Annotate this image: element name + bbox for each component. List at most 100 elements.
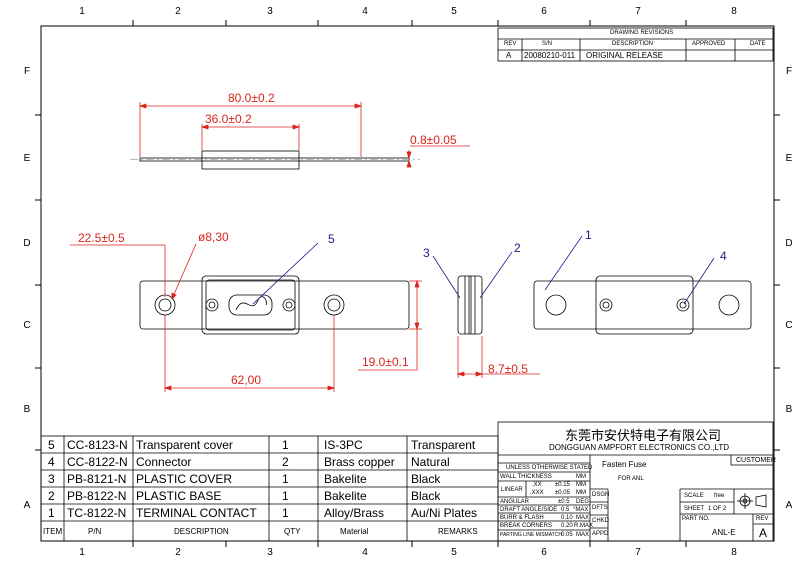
sign-chkd: CHKD (592, 518, 610, 524)
tol-linear-u2: MM (576, 490, 586, 496)
bom-header-remarks: REMARKS (438, 527, 478, 536)
zone-row-d: D (23, 238, 31, 249)
zone-row-a-right: A (785, 500, 793, 511)
zone-col-6-bottom: 6 (541, 547, 547, 558)
zone-col-7-bottom: 7 (635, 547, 641, 558)
bom-header-description: DESCRIPTION (174, 527, 229, 536)
rev-value: A (759, 526, 768, 540)
zone-col-8: 8 (731, 6, 737, 17)
tol-wall-unit: MM (576, 474, 586, 480)
zone-col-2-bottom: 2 (175, 547, 181, 558)
bom-remarks: Natural (411, 455, 450, 469)
bom-pn: PB-8122-N (67, 489, 127, 503)
zone-row-c-right: C (785, 320, 793, 331)
sheet-label: SHEET (684, 506, 705, 512)
tol-linear-val1: ±0.15 (555, 482, 570, 488)
rev-label: REV (756, 516, 769, 522)
zone-row-e: E (23, 153, 31, 164)
bom-header-material: Material (340, 527, 369, 536)
zone-col-8-bottom: 8 (731, 547, 737, 558)
tol-parting-label: PARTING LINE MISMATCH (500, 532, 562, 538)
zone-col-1: 1 (79, 6, 85, 17)
zone-col-3-bottom: 3 (267, 547, 273, 558)
bom-item: 3 (48, 472, 55, 486)
bom-header-pn: P/N (88, 527, 102, 536)
bom-material: IS-3PC (324, 438, 363, 452)
rev-header-description: DESCRIPTION (612, 41, 654, 47)
bom-pn: CC-8123-N (67, 438, 128, 452)
tol-break-unit: R.MAX (574, 523, 594, 529)
zone-col-1-bottom: 1 (79, 547, 85, 558)
revisions-title: DRAWING REVISIONS (610, 30, 674, 36)
bom-material: Bakelite (324, 489, 367, 503)
tol-linear-sub1: .XX (532, 482, 542, 488)
tol-draft-value: 0.5 (561, 507, 570, 513)
dim-thickness: 0.8±0.05 (410, 133, 457, 147)
bom-qty: 1 (282, 489, 289, 503)
sign-dsgn: DSGN (592, 492, 610, 498)
bom-remarks: Au/Ni Plates (411, 506, 478, 520)
callout-5: 5 (328, 232, 335, 246)
rev-header-rev: REV (504, 41, 517, 47)
tol-parting-unit: MAX (576, 532, 590, 538)
tol-linear-sub2: .XXX (530, 490, 544, 496)
tol-burr-label: BURR & FLASH (500, 515, 544, 521)
bom-desc: Connector (136, 455, 192, 469)
dim-body-length: 36.0±0.2 (205, 112, 252, 126)
zone-row-d-right: D (785, 238, 793, 249)
sheet-value: 1 OF 2 (708, 506, 727, 512)
bom-remarks: Black (411, 472, 441, 486)
zone-row-f-right: F (785, 66, 793, 77)
rev-header-date: DATE (750, 41, 766, 47)
unless-stated: UNLESS OTHERWISE STATED (506, 465, 593, 471)
bom-item: 5 (48, 438, 55, 452)
rev-value-description: ORIGINAL RELEASE (586, 51, 664, 60)
bom-desc: TERMINAL CONTACT (136, 506, 257, 520)
bom-desc: Transparent cover (136, 438, 233, 452)
rev-value-sn: 20080210-011 (524, 51, 576, 60)
tol-draft-label: DRAFT ANGLE/SIDE (500, 507, 558, 513)
bom-qty: 1 (282, 438, 289, 452)
bom-item: 2 (48, 489, 55, 503)
sign-dfts: DFTS (592, 505, 608, 511)
bom-desc: PLASTIC BASE (136, 489, 222, 503)
tol-angular-unit: DEG (576, 499, 590, 505)
customer-label: CUSTOMER (736, 457, 776, 464)
zone-row-a: A (23, 500, 31, 511)
tol-break-value: 0.20 (561, 523, 573, 529)
rev-header-sn: S/N (542, 41, 553, 47)
bom-material: Bakelite (324, 472, 367, 486)
part-subtitle: FOR ANL (618, 476, 644, 482)
zone-row-b: B (23, 404, 31, 415)
projection-symbol-icon (737, 493, 767, 509)
zone-col-7: 7 (635, 6, 641, 17)
dim-total-length: 80.0±0.2 (228, 91, 275, 105)
callout-1: 1 (585, 228, 592, 242)
bom-qty: 1 (282, 472, 289, 486)
bom-qty: 2 (282, 455, 289, 469)
zone-col-2: 2 (175, 6, 181, 17)
zone-col-3: 3 (267, 6, 273, 17)
tol-break-label: BREAK CORNERS (500, 523, 553, 529)
bom-remarks: Black (411, 489, 441, 503)
rev-header-approved: APPROVED (692, 41, 726, 47)
bom-material: Brass copper (324, 455, 395, 469)
dim-edge-to-hole: 22.5±0.5 (78, 231, 125, 245)
tol-wall-label: WALL THICKNESS (500, 474, 552, 480)
zone-col-5-bottom: 5 (451, 547, 457, 558)
dim-side-width: 8.7±0.5 (488, 362, 528, 376)
zone-row-f: F (23, 66, 31, 77)
zone-row-b-right: B (785, 404, 793, 415)
tol-burr-value: 0.10 (561, 515, 573, 521)
bom-pn: PB-8121-N (67, 472, 127, 486)
scale-value: free (714, 493, 725, 499)
bom-header-qty: QTY (284, 527, 301, 536)
tol-parting-value: 0.05 (561, 532, 573, 538)
callout-3: 3 (423, 246, 430, 260)
zone-row-e-right: E (785, 153, 793, 164)
bom-header-item: ITEM (43, 527, 63, 536)
bom-pn: CC-8122-N (67, 455, 128, 469)
scale-label: SCALE (684, 493, 704, 499)
bom-pn: TC-8122-N (67, 506, 127, 520)
rev-value-rev: A (506, 51, 512, 60)
